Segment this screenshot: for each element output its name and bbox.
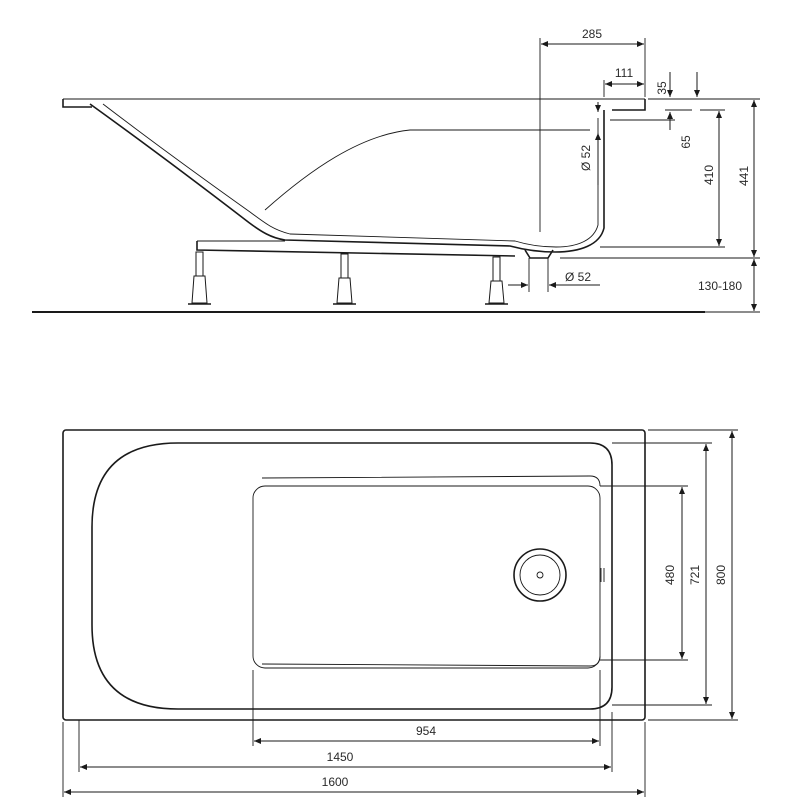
dim-1600-label: 1600 — [322, 775, 349, 789]
side-view: 285 111 35 65 410 441 130-180 Ø 52 — [32, 27, 760, 313]
dim-130-180-label: 130-180 — [698, 279, 742, 293]
dim-1450-label: 1450 — [327, 750, 354, 764]
backrest-contour — [264, 129, 590, 211]
basin-outline — [91, 442, 613, 710]
dim-65-label: 65 — [679, 135, 693, 149]
dim-800-label: 800 — [714, 565, 728, 585]
tub-floor-area — [252, 485, 601, 669]
drain-icon — [513, 548, 567, 602]
top-view: 954 1450 1600 480 721 800 — [62, 429, 738, 797]
dim-441-label: 441 — [737, 166, 751, 186]
dim-d52-outlet-label: Ø 52 — [579, 145, 593, 171]
dim-111-label: 111 — [615, 66, 634, 80]
contour-top — [261, 475, 601, 487]
leg-right — [485, 256, 508, 305]
dim-285-label: 285 — [582, 27, 602, 41]
dim-954-label: 954 — [416, 724, 436, 738]
tub-shell-inner — [102, 103, 599, 248]
dim-721-label: 721 — [688, 565, 702, 585]
dim-480-label: 480 — [663, 565, 677, 585]
dim-d52-drain-label: Ø 52 — [565, 270, 591, 284]
tub-shell-outer — [89, 103, 605, 253]
drain-outlet — [524, 249, 554, 259]
leg-middle — [333, 253, 356, 305]
contour-bottom — [261, 655, 601, 667]
dim-35-label: 35 — [655, 81, 669, 95]
left-rim-lip — [62, 99, 92, 108]
base-frame — [196, 241, 516, 257]
leg-left — [188, 251, 211, 305]
right-rim-lip — [612, 99, 646, 111]
dim-410-label: 410 — [702, 165, 716, 185]
tub-outline-outer — [62, 429, 646, 721]
